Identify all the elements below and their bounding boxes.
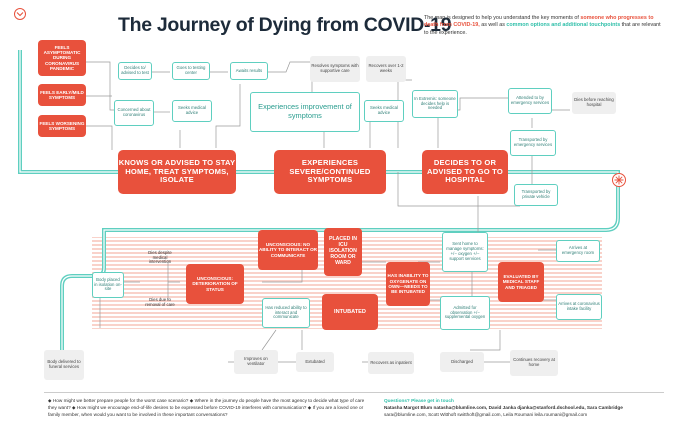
node-inability: HAS INABILITY TO OXYGENATE ON OWN—NEEDS …: [386, 262, 430, 306]
node-discharged: Discharged: [440, 352, 484, 372]
node-decides-hospital: DECIDES TO OR ADVISED TO GO TO HOSPITAL: [422, 150, 508, 194]
node-unconscious-deter: UNCONSCIOUS: DETERIORATION OF STATUS: [186, 264, 244, 304]
node-arrives-room: Arrives at emergency room: [556, 240, 600, 262]
medical-cross-icon: [612, 173, 626, 187]
footer-contact: Questions? Please get in touch Natasha M…: [384, 397, 664, 418]
node-worsening: FEELS WORSENING SYMPTOMS: [38, 115, 86, 137]
node-improves-vent: Improves on ventilator: [234, 350, 278, 374]
subtitle-part5: that are relevant to the experience.: [424, 22, 661, 36]
node-recovers-inpatient: Recovers as inpatient: [368, 352, 414, 374]
subtitle-part4: common options and additional touchpoint…: [506, 22, 621, 29]
node-goes-testing: Goes to testing center: [172, 62, 210, 80]
node-sent-home: Sent home to manage symptoms: +/− oxygen…: [442, 232, 488, 272]
footer-questions: ◆ How might we better prepare people for…: [48, 398, 365, 418]
node-resolves: Resolves symptoms with supportive care: [310, 56, 360, 82]
node-extremis: In Extremis: someone decides help is nee…: [412, 90, 458, 118]
connector-improvement: [311, 80, 325, 148]
node-continues: Continues recovery at home: [510, 350, 558, 376]
node-decides-test: Decides to/ advised to test: [118, 62, 152, 80]
node-admitted: Admitted for observation +/− supplementa…: [440, 296, 490, 330]
node-dies-removal: Dies due to removal of care: [145, 297, 175, 307]
node-asymptomatic: FEELS ASYMPTOMATIC DURING CORONAVIRUS PA…: [38, 40, 86, 76]
node-dies-before: Dies before reaching hospital: [572, 92, 616, 114]
node-intubated: INTUBATED: [322, 294, 378, 330]
connector-top-row: [152, 61, 310, 73]
node-evaluated: EVALUATED BY MEDICAL STAFF AND TRIAGED: [498, 262, 544, 302]
node-reduced-ability: Has reduced ability to interact and comm…: [262, 298, 310, 328]
page-subtitle: The map is designed to help you understa…: [424, 15, 662, 37]
node-awaits: Awaits results: [230, 62, 268, 80]
footer-contact-more: sara@blumline.com, Scott Witthoft switth…: [384, 412, 588, 418]
node-unconscious-interact: UNCONSCIOUS: NO ABILITY TO INTERACT OR C…: [258, 230, 318, 270]
footer-contact-names: Natasha Margot Blum natasha@blumline.com…: [384, 405, 623, 411]
node-seeks1: Seeks medical advice: [172, 100, 212, 122]
node-stay-home: KNOWS OR ADVISED TO STAY HOME, TREAT SYM…: [118, 150, 236, 194]
page-title: The Journey of Dying from COVID-19: [118, 14, 452, 36]
subtitle-part1: The map is designed to help you understa…: [424, 15, 581, 21]
node-mild: FEELS EARLY/MILD SYMPTOMS: [38, 84, 86, 106]
node-body-delivered: Body delivered to funeral services: [44, 350, 84, 380]
node-transported-ems: Transported by emergency services: [510, 130, 556, 156]
connector-return-top: [397, 172, 520, 207]
node-recovers-weeks: Recovers over 1-2 weeks: [366, 56, 406, 82]
connector-deter: [167, 260, 180, 300]
connector-body: [99, 281, 140, 328]
node-improvement: Experiences improvement of symptoms: [250, 92, 360, 132]
node-extubated: Extubated: [296, 352, 334, 372]
node-arrives-intake: Arrives at coronavirus intake facility: [556, 294, 602, 320]
node-transported-private: Transported by private vehicle: [514, 184, 558, 206]
chevron-down-icon: [14, 8, 26, 20]
node-icu: PLACED IN ICU ISOLATION ROOM OR WARD: [324, 228, 362, 276]
node-severe: EXPERIENCES SEVERE/CONTINUED SYMPTOMS: [274, 150, 386, 194]
subtitle-part3: as well as: [479, 22, 507, 29]
footer-divider: [44, 392, 664, 393]
connector-stayhome-up: [179, 84, 241, 148]
node-attended: Attended to by emergency services: [508, 88, 552, 114]
node-dies-despite: Dies despite medical intervention: [148, 249, 172, 265]
connector-mid: [86, 95, 113, 150]
node-body-placed: Body placed in isolation on-site: [92, 272, 124, 298]
subtitle-part2: someone who progresses to death from COV…: [424, 15, 654, 29]
node-concerned: Concerned about coronavirus: [114, 100, 154, 126]
node-seeks2: Seeks medical advice: [364, 100, 404, 122]
connector-ward: [262, 261, 440, 301]
footer-contact-heading: Questions? Please get in touch: [384, 398, 454, 403]
